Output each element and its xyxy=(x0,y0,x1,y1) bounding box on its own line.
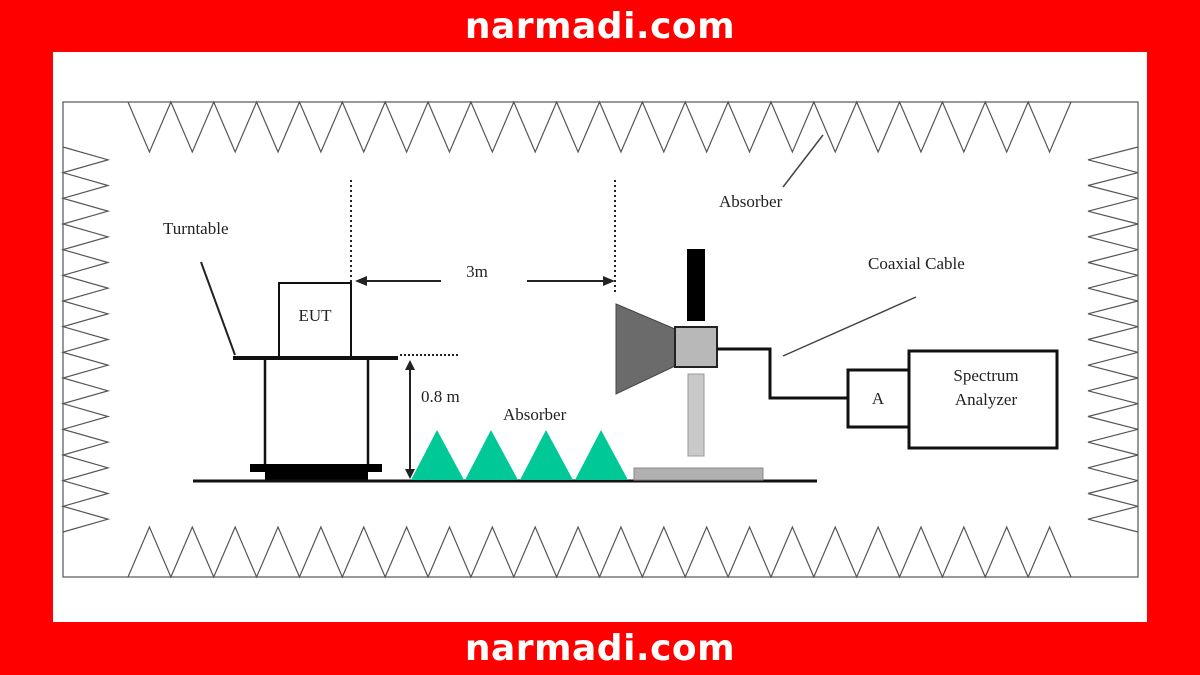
distance-arrowhead-left xyxy=(355,276,367,286)
floor-absorbers xyxy=(411,430,628,480)
turntable-leader-line xyxy=(200,261,236,356)
absorber-sawtooth-right xyxy=(1087,146,1139,533)
spectrum-analyzer-box xyxy=(907,349,1059,450)
height-arrowhead-top xyxy=(405,360,415,370)
absorber-sawtooth-top xyxy=(127,100,1072,154)
height-label: 0.8 m xyxy=(421,387,460,406)
spectrum-label-line1: Spectrum xyxy=(953,366,1018,385)
test-setup-diagram: Turntable EUT 3m 0.8 m xyxy=(60,100,1139,579)
distance-label: 3m xyxy=(466,262,488,281)
absorber-sawtooth-bottom xyxy=(127,525,1072,579)
amplifier-box xyxy=(846,368,912,429)
antenna-mast-base xyxy=(633,467,764,481)
turntable-base-plate xyxy=(250,464,382,472)
site-banner-top[interactable]: narmadi.com xyxy=(464,5,736,47)
amplifier-label: A xyxy=(872,389,885,408)
eut-label: EUT xyxy=(298,306,332,325)
turntable-base xyxy=(265,472,368,480)
floor-absorber-pyramid-3 xyxy=(520,430,573,480)
spectrum-label-line2: Analyzer xyxy=(955,390,1018,409)
antenna-lower-pole xyxy=(687,373,705,457)
chamber-outline xyxy=(62,101,1139,578)
coaxial-cable-label: Coaxial Cable xyxy=(868,254,965,273)
absorber-wall-right xyxy=(1087,146,1139,533)
floor-absorber-pyramid-2 xyxy=(465,430,518,480)
absorber-wall-top xyxy=(127,100,1072,154)
floor-absorber-label: Absorber xyxy=(503,405,567,424)
height-arrowhead-bottom xyxy=(405,469,415,479)
eut-box xyxy=(278,282,352,358)
coaxial-cable-line xyxy=(717,347,848,400)
absorber-wall-bottom xyxy=(127,525,1072,579)
antenna-upper-mast xyxy=(687,249,705,321)
antenna-body xyxy=(674,326,718,368)
wall-absorber-label: Absorber xyxy=(719,192,783,211)
absorber-sawtooth-left xyxy=(60,146,111,533)
turntable-label: Turntable xyxy=(163,219,229,238)
horn-antenna xyxy=(615,303,676,395)
coaxial-cable-leader xyxy=(782,296,917,357)
wall-absorber-leader xyxy=(782,134,824,188)
distance-arrowhead-right xyxy=(603,276,615,286)
floor-absorber-pyramid-4 xyxy=(575,430,628,480)
floor-absorber-pyramid-1 xyxy=(411,430,464,480)
site-banner-bottom[interactable]: narmadi.com xyxy=(464,627,736,669)
absorber-wall-left xyxy=(60,146,111,533)
diagram-canvas: Turntable EUT 3m 0.8 m xyxy=(53,52,1147,622)
